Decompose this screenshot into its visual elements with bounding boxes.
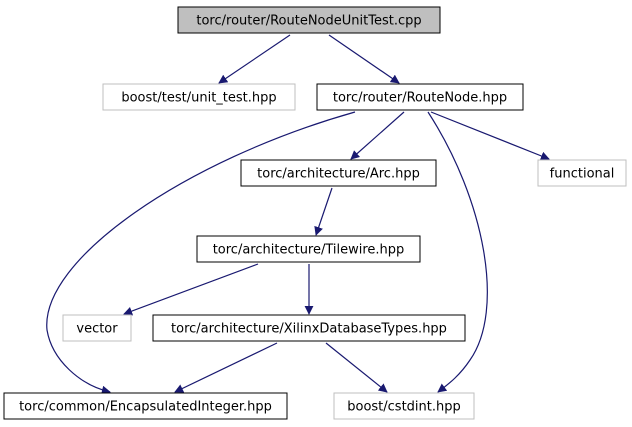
node-arc[interactable]: torc/architecture/Arc.hpp: [240, 159, 437, 187]
node-box-cstdint: [333, 392, 475, 420]
node-box-vector: [62, 314, 132, 342]
edge-arc-to-tilewire: [314, 187, 333, 236]
node-box-tilewire: [196, 235, 421, 263]
node-functional: functional: [537, 159, 627, 187]
node-root[interactable]: torc/router/RouteNodeUnitTest.cpp: [177, 6, 441, 34]
node-label-unit_test: boost/test/unit_test.hpp: [121, 91, 276, 106]
node-routenode[interactable]: torc/router/RouteNode.hpp: [316, 83, 524, 111]
edge-root-to-unit_test: [218, 34, 291, 84]
node-box-routenode: [316, 83, 524, 111]
node-label-cstdint: boost/cstdint.hpp: [347, 400, 461, 415]
node-cstdint: boost/cstdint.hpp: [333, 392, 475, 420]
edge-root-to-routenode: [328, 34, 400, 84]
node-box-arc: [240, 159, 437, 187]
edge-routenode-to-arc: [350, 111, 405, 160]
node-tilewire[interactable]: torc/architecture/Tilewire.hpp: [196, 235, 421, 263]
edge-xdt-to-encint: [174, 342, 278, 393]
node-label-arc: torc/architecture/Arc.hpp: [257, 167, 420, 182]
node-unit_test: boost/test/unit_test.hpp: [102, 83, 296, 111]
edge-xdt-to-cstdint: [325, 342, 388, 393]
node-box-unit_test: [102, 83, 296, 111]
node-label-routenode: torc/router/RouteNode.hpp: [333, 91, 507, 106]
node-label-tilewire: torc/architecture/Tilewire.hpp: [213, 243, 405, 258]
node-label-encint: torc/common/EncapsulatedInteger.hpp: [19, 400, 272, 415]
edge-routenode-to-cstdint: [427, 111, 488, 393]
edge-tilewire-to-vector: [123, 263, 259, 316]
node-box-functional: [537, 159, 627, 187]
node-label-root: torc/router/RouteNodeUnitTest.cpp: [196, 14, 421, 29]
node-box-xdt: [152, 314, 466, 342]
node-label-vector: vector: [76, 322, 118, 337]
node-box-encint: [3, 392, 288, 420]
edge-routenode-to-encint: [46, 111, 356, 395]
node-label-xdt: torc/architecture/XilinxDatabaseTypes.hp…: [171, 322, 447, 337]
node-box-root: [177, 6, 441, 34]
node-vector: vector: [62, 314, 132, 342]
edge-routenode-to-functional: [430, 111, 550, 161]
node-encint[interactable]: torc/common/EncapsulatedInteger.hpp: [3, 392, 288, 420]
node-xdt[interactable]: torc/architecture/XilinxDatabaseTypes.hp…: [152, 314, 466, 342]
node-label-functional: functional: [550, 167, 615, 182]
